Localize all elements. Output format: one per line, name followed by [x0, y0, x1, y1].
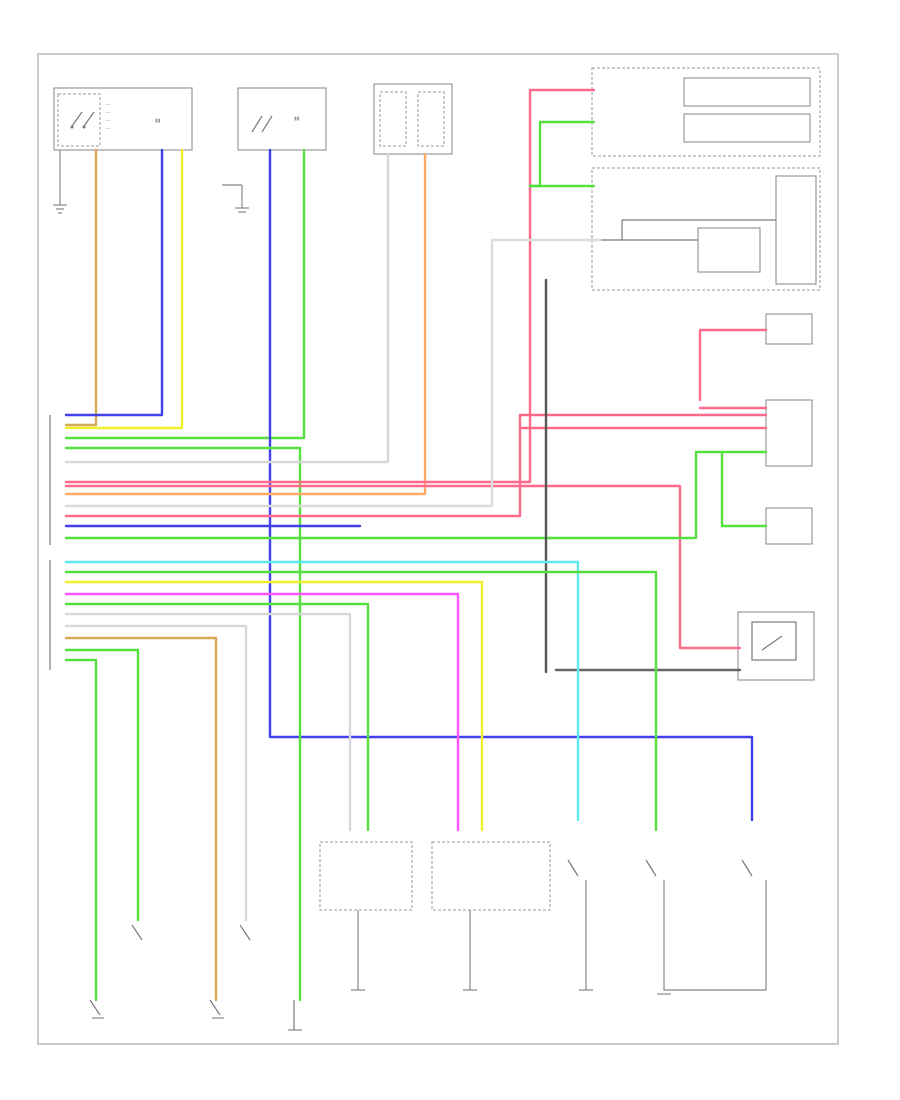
wire-green [528, 120, 596, 188]
door-lock-actuator-rear-left [319, 841, 413, 911]
ground-symbol [463, 910, 477, 991]
driver-door-lock-switch: — — — — ▮▮ [53, 87, 193, 151]
wire-white [64, 152, 390, 464]
multiplex-control-unit [765, 399, 813, 545]
wire-green [64, 450, 768, 540]
ground-symbol [351, 910, 365, 991]
trunk-switch [288, 1000, 302, 1031]
door-lock-actuator-rear-right [431, 841, 551, 911]
svg-text:▮▮: ▮▮ [155, 118, 161, 124]
wire-green [64, 148, 306, 440]
wire-yellow [64, 148, 184, 430]
svg-text:—: — [106, 102, 111, 108]
ground-symbol [53, 150, 67, 214]
door-switch-bottom-right [567, 859, 753, 877]
keyless-receiver [373, 83, 453, 155]
wire-white [64, 612, 352, 832]
wire-yellow [64, 580, 484, 832]
wire-tan [64, 636, 218, 1002]
ground-symbol [657, 880, 767, 995]
wire-green [64, 570, 658, 832]
wire-white [64, 238, 602, 508]
wire-green [720, 450, 768, 528]
security-indicator [765, 313, 813, 345]
wire-blue [64, 148, 164, 417]
wire-red [698, 328, 768, 402]
wire-white [64, 624, 248, 922]
svg-text:—: — [106, 118, 111, 124]
door-switch-lower-left [89, 999, 104, 1019]
wire-orange [64, 152, 427, 496]
passenger-door-lock-switch: ▮▮ [237, 87, 327, 151]
door-lock-actuators [591, 67, 821, 157]
door-switch-lower [209, 999, 224, 1019]
svg-text:▮▮: ▮▮ [294, 116, 300, 122]
wire-green [64, 658, 98, 1002]
wire-tan [64, 148, 98, 427]
wire-cyan [64, 560, 580, 822]
diagram-frame [37, 53, 839, 1045]
wire-green [64, 648, 140, 922]
wire-blue [268, 148, 754, 822]
hood-switch [737, 611, 815, 681]
svg-text:—: — [106, 126, 111, 132]
wire-magenta [64, 592, 460, 832]
wire-green [64, 602, 370, 832]
ground-symbol [579, 880, 593, 991]
wire-red [64, 88, 596, 484]
wire-red [64, 413, 768, 518]
wire-red [64, 484, 742, 650]
body-control-module [591, 167, 821, 291]
ground-symbol [222, 184, 249, 213]
svg-text:—: — [106, 110, 111, 116]
wire-harness [64, 88, 768, 1002]
door-switch-mid [131, 924, 251, 941]
